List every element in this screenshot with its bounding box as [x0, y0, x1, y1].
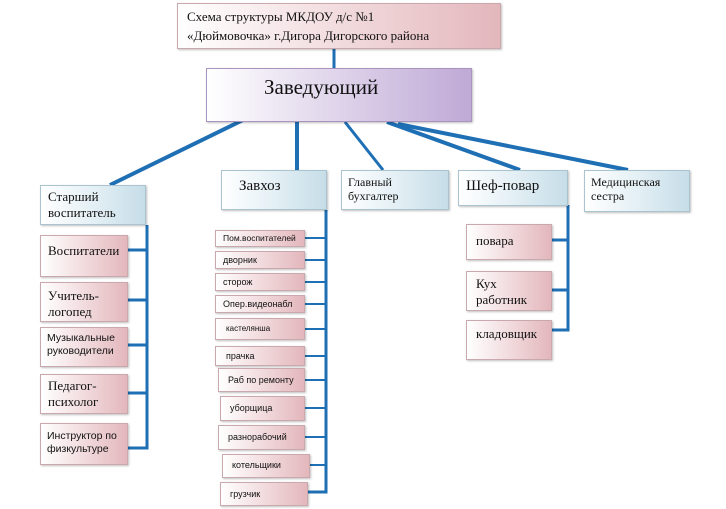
title-line1: Схема структуры МКДОУ д/с №1: [187, 9, 375, 24]
title-box: Схема структуры МКДОУ д/с №1 «Дюймовочка…: [177, 3, 501, 49]
zavhoz-staff-item: Пом.воспитателей: [215, 230, 305, 247]
senior-staff-item: Инструктор по физкультуре: [40, 423, 128, 465]
accountant-box: Главный бухгалтер: [341, 170, 449, 210]
title-line2: «Дюймовочка» г.Дигора Дигорского района: [187, 28, 430, 43]
zavhoz-staff-item: разнорабочий: [218, 425, 305, 450]
senior-educator-box: Старший воспитатель: [40, 185, 146, 225]
chef-box: Шеф-повар: [458, 170, 568, 206]
accountant-label: Главный бухгалтер: [348, 175, 399, 204]
senior-staff-item: Педагог- психолог: [40, 374, 128, 414]
chef-staff-item: кладовщик: [466, 320, 552, 360]
chef-staff-item: повара: [466, 224, 552, 260]
zavhoz-staff-item: Раб по ремонту: [218, 368, 305, 392]
zavhoz-staff-item: котельщики: [222, 454, 310, 478]
zavhoz-staff-item: Опер.видеонабл: [215, 295, 305, 313]
head-box: Заведующий: [206, 68, 472, 122]
head-label: Заведующий: [264, 75, 379, 99]
zavhoz-box: Завхоз: [221, 170, 327, 210]
nurse-box: Медицинская сестра: [584, 170, 690, 212]
zavhoz-staff-item: грузчик: [220, 482, 308, 506]
zavhoz-staff-item: сторож: [215, 273, 305, 291]
chef-label: Шеф-повар: [466, 178, 540, 194]
zavhoz-staff-item: уборщица: [220, 396, 305, 421]
senior-staff-item: Учитель- логопед: [40, 282, 128, 322]
senior-staff-item: Музыкальные руководители: [40, 327, 128, 367]
zavhoz-label: Завхоз: [239, 178, 281, 194]
zavhoz-staff-item: дворник: [215, 251, 305, 269]
zavhoz-staff-item: прачка: [215, 346, 305, 366]
chef-staff-item: Кух работник: [466, 271, 552, 311]
nurse-label: Медицинская сестра: [591, 175, 661, 204]
senior-staff-item: Воспитатели: [40, 235, 128, 277]
zavhoz-staff-item: кастелянша: [215, 318, 305, 340]
senior-educator-label: Старший воспитатель: [48, 189, 116, 220]
